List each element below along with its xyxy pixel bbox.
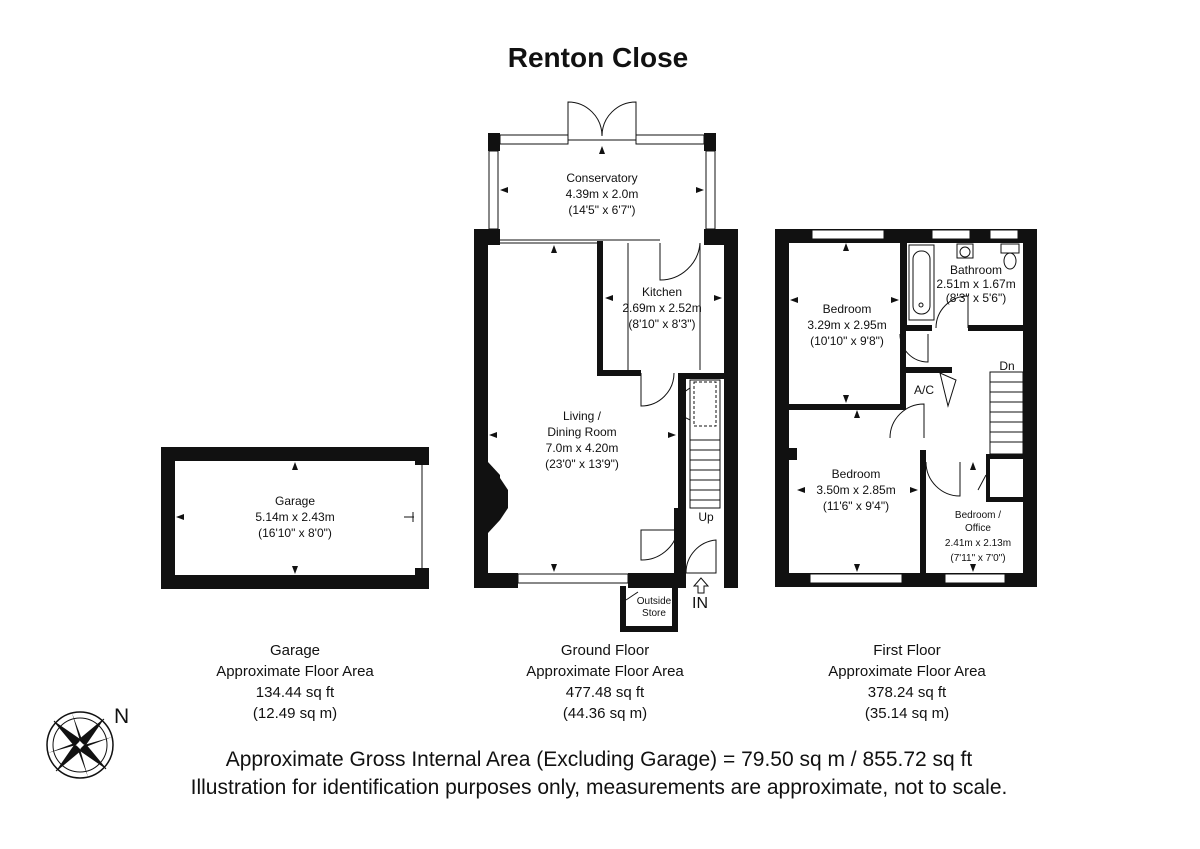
- garage-area-sqft: 134.44 sq ft: [256, 684, 335, 701]
- french-door-left: [567, 101, 603, 140]
- ground-stairs: [679, 379, 721, 509]
- front-door: [685, 539, 717, 574]
- living-window-front: [517, 573, 629, 584]
- bedroom2-imperial: (11'6" x 9'4"): [823, 499, 889, 513]
- bedroom1-door: [899, 333, 929, 363]
- page-title: Renton Close: [508, 42, 688, 73]
- bedroom1-metric: 3.29m x 2.95m: [807, 318, 886, 332]
- toilet: [1000, 243, 1020, 270]
- first-stairs: [989, 371, 1024, 455]
- ground-area-sqft: 477.48 sq ft: [566, 684, 645, 701]
- bathroom-metric: 2.51m x 1.67m: [936, 277, 1015, 291]
- first-area-label: Approximate Floor Area: [828, 663, 986, 680]
- garage-door-post-bottom: [415, 568, 429, 589]
- bedroom1-name: Bedroom: [823, 302, 872, 316]
- outside-store-label-2: Store: [642, 608, 666, 619]
- kitchen-door-to-conservatory: [659, 242, 701, 281]
- garage-plan: Garage 5.14m x 2.43m (16'10" x 8'0"): [161, 447, 429, 589]
- garage-room-metric: 5.14m x 2.43m: [255, 510, 334, 524]
- office-metric: 2.41m x 2.13m: [945, 538, 1011, 549]
- garage-area-name: Garage: [270, 642, 320, 659]
- bathtub: [908, 244, 935, 321]
- bathroom-door: [935, 295, 969, 329]
- area-summary-ground: Ground Floor Approximate Floor Area 477.…: [526, 642, 684, 722]
- conservatory-imperial: (14'5" x 6'7"): [568, 203, 635, 217]
- garage-wall-bottom: [161, 575, 429, 589]
- entrance-arrow-icon: [692, 577, 710, 594]
- bedroom1-window: [811, 229, 885, 240]
- stairs-up-label: Up: [698, 510, 714, 524]
- ground-floor-plan: Conservatory 4.39m x 2.0m (14'5" x 6'7")…: [474, 101, 738, 632]
- office-imperial: (7'11" x 7'0"): [950, 553, 1005, 564]
- bedroom2-window: [809, 573, 903, 584]
- ground-area-sqm: (44.36 sq m): [563, 705, 647, 722]
- area-summary-first: First Floor Approximate Floor Area 378.2…: [828, 642, 986, 722]
- conservatory-window-right: [635, 134, 705, 145]
- garage-wall-left: [161, 447, 175, 589]
- bedroom2-metric: 3.50m x 2.85m: [816, 483, 895, 497]
- french-door-right: [601, 101, 637, 140]
- disclaimer-text: Illustration for identification purposes…: [191, 776, 1008, 799]
- outside-store-label-1: Outside: [637, 596, 672, 607]
- kitchen-door: [640, 372, 675, 407]
- ground-wall-right: [724, 229, 738, 588]
- north-label: N: [114, 705, 129, 728]
- bathroom-imperial: (8'3" x 5'6"): [946, 291, 1006, 305]
- first-area-name: First Floor: [873, 642, 941, 659]
- compass-rose-icon: [46, 711, 114, 779]
- first-area-sqft: 378.24 sq ft: [868, 684, 947, 701]
- bedroom2-name: Bedroom: [832, 467, 881, 481]
- garage-room-imperial: (16'10" x 8'0"): [258, 526, 332, 540]
- conservatory-metric: 4.39m x 2.0m: [566, 187, 639, 201]
- conservatory-window-left: [499, 134, 569, 145]
- bedroom2-door: [889, 403, 925, 439]
- conservatory-window-side-right: [705, 150, 716, 230]
- garage-wall-top: [161, 447, 429, 461]
- kitchen-name: Kitchen: [642, 285, 682, 299]
- fireplace: [488, 462, 500, 533]
- kitchen-imperial: (8'10" x 8'3"): [628, 317, 695, 331]
- basin: [956, 243, 974, 259]
- garage-door-post-top: [415, 447, 429, 465]
- entrance-label: IN: [692, 595, 708, 612]
- area-summary-garage: Garage Approximate Floor Area 134.44 sq …: [216, 642, 374, 722]
- first-area-sqm: (35.14 sq m): [865, 705, 949, 722]
- living-imperial: (23'0" x 13'9"): [545, 457, 619, 471]
- living-metric: 7.0m x 4.20m: [546, 441, 619, 455]
- office-name-1: Bedroom /: [955, 510, 1001, 521]
- ground-wall-left: [474, 229, 488, 588]
- ground-area-label: Approximate Floor Area: [526, 663, 684, 680]
- first-wall-right: [1023, 229, 1037, 587]
- conservatory-name: Conservatory: [566, 171, 637, 185]
- office-window: [944, 573, 1006, 584]
- office-name-2: Office: [965, 523, 991, 534]
- living-name-1: Living /: [563, 409, 602, 423]
- gross-area-text: Approximate Gross Internal Area (Excludi…: [226, 748, 973, 771]
- garage-area-label: Approximate Floor Area: [216, 663, 374, 680]
- stairs-down-label: Dn: [999, 359, 1014, 373]
- hall-door: [640, 529, 679, 561]
- first-floor-plan: Bathroom 2.51m x 1.67m (8'3" x 5'6") A/C…: [775, 229, 1037, 587]
- office-door: [925, 461, 961, 497]
- living-name-2: Dining Room: [547, 425, 616, 439]
- garage-area-sqm: (12.49 sq m): [253, 705, 337, 722]
- garage-room-name: Garage: [275, 494, 315, 508]
- bathroom-name: Bathroom: [950, 263, 1002, 277]
- conservatory-window-side-left: [488, 150, 499, 230]
- first-wall-left: [775, 229, 789, 587]
- kitchen-metric: 2.69m x 2.52m: [622, 301, 701, 315]
- bedroom1-imperial: (10'10" x 9'8"): [810, 334, 884, 348]
- ground-area-name: Ground Floor: [561, 642, 649, 659]
- airing-cupboard-label: A/C: [914, 383, 934, 397]
